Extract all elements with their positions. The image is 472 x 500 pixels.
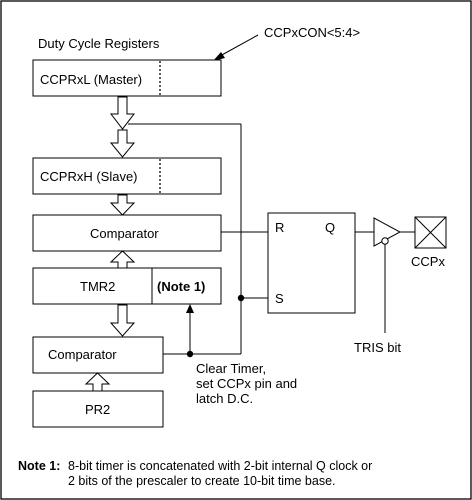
pr2-label: PR2 [85,402,110,417]
ccprxh-label: CCPRxH (Slave) [40,169,138,184]
flipflop-r-label: R [275,220,284,235]
flipflop-q-label: Q [325,220,335,235]
transfer-arrow-1 [109,96,136,130]
clear-timer-line3: latch D.C. [196,391,253,406]
tris-bit-label: TRIS bit [354,340,401,355]
tris-invert-bubble [381,237,389,245]
note-label: Note 1: [18,459,60,473]
tmr2-label: TMR2 [80,279,115,294]
transfer-arrow-5 [109,304,136,337]
note-line2: 2 bits of the prescaler to create 10-bit… [68,474,336,488]
ccpxcon-pointer-line [219,34,259,57]
comparator-top [32,214,222,252]
transfer-arrow-3 [109,194,136,216]
ccpxcon-label: CCPxCON<5:4> [264,25,360,40]
clear-timer-arrowhead [186,304,194,313]
clear-timer-line2: set CCPx pin and [196,376,297,391]
note-line1: 8-bit timer is concatenated with 2-bit i… [68,459,372,473]
ccpxcon-pointer-arrowhead [213,52,225,61]
ccprxh-register [32,157,222,195]
duty-cycle-registers-label: Duty Cycle Registers [38,36,160,51]
transfer-arrow-4 [109,250,136,269]
sr-flip-flop [267,212,356,314]
transfer-arrow-2 [109,129,136,158]
ccpx-pin-cross-2 [414,216,447,249]
ccpx-pin-label: CCPx [411,254,445,269]
ccprxl-label: CCPRxL (Master) [40,72,142,87]
pr2-register [32,390,164,428]
flipflop-s-label: S [275,291,284,306]
comparator-bottom-label: Comparator [48,347,117,362]
junction-dot-s [237,294,245,302]
comparator-top-label: Comparator [90,226,159,241]
tmr2-register [32,267,222,305]
clear-timer-line1: Clear Timer, [196,361,266,376]
ccprxl-register [32,59,222,97]
transfer-arrow-6 [84,372,111,392]
note1-tag: (Note 1) [157,279,205,294]
